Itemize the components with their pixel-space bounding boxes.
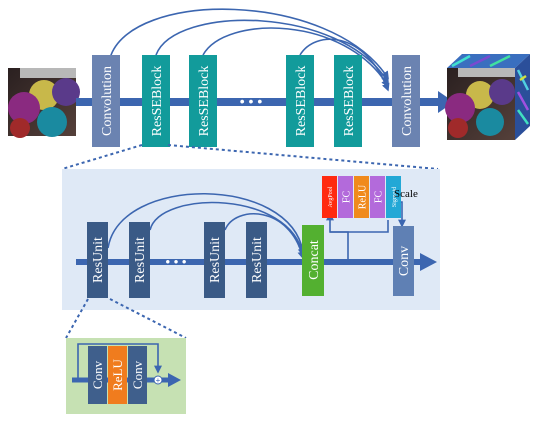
- se-layer-0: AvgPool: [322, 176, 337, 218]
- top-block-rect: [334, 55, 362, 147]
- top-block-label: ResSEBlock: [342, 66, 357, 137]
- add-node: [153, 375, 163, 385]
- resunit-layer-rect: [88, 346, 107, 404]
- output-feature-cube: [445, 54, 530, 140]
- resunit-rect: [87, 222, 108, 298]
- main-flow-arrowhead: [438, 91, 454, 113]
- bottom-flow-arrowhead: [168, 373, 181, 387]
- zoom-lines-bottom: [65, 298, 187, 339]
- zoom-lines-top: [61, 144, 439, 170]
- top-skip-connections: [109, 8, 390, 92]
- resunit-layer-rect: [128, 346, 147, 404]
- top-block-1: ResSEBlock: [142, 55, 170, 147]
- resunit-0: ResUnit: [87, 222, 108, 298]
- top-block-4: ResSEBlock: [334, 55, 362, 147]
- top-block-rect: [286, 55, 314, 147]
- input-image: [8, 68, 80, 138]
- top-block-label: Convolution: [100, 66, 115, 136]
- top-block-label: ResSEBlock: [150, 66, 165, 137]
- resunit-layer-label: Conv: [90, 360, 105, 389]
- resunit-layer-label: Conv: [130, 360, 145, 389]
- se-layer-rect: [354, 176, 369, 218]
- scale-label: Scale: [394, 188, 418, 200]
- top-block-rect: [392, 55, 420, 147]
- se-layer-label: FC: [374, 191, 385, 204]
- middle-ellipsis: • • •: [166, 254, 187, 269]
- se-layer-label: ReLU: [358, 184, 369, 209]
- se-layer-rect: [322, 176, 337, 218]
- se-layer-rect: [386, 176, 401, 218]
- top-block-rect: [142, 55, 170, 147]
- resunit-layer-1: ReLU: [108, 346, 127, 404]
- resunit-1: ResUnit: [129, 222, 150, 298]
- top-block-3: ResSEBlock: [286, 55, 314, 147]
- top-block-5: Convolution: [392, 55, 420, 147]
- se-layer-label: AvgPool: [328, 186, 334, 207]
- middle-conv-block: Conv: [393, 226, 414, 296]
- se-layer-2: ReLU: [354, 176, 369, 218]
- middle-conv-label: Conv: [397, 246, 412, 276]
- se-layer-3: FC: [370, 176, 385, 218]
- resunit-layer-2: Conv: [128, 346, 147, 404]
- concat-label: Concat: [307, 240, 322, 280]
- top-block-rect: [189, 55, 217, 147]
- top-block-label: Convolution: [400, 66, 415, 136]
- middle-skip-connections: [107, 192, 306, 260]
- resunit-3: ResUnit: [246, 222, 267, 298]
- top-block-label: ResSEBlock: [197, 66, 212, 137]
- top-block-rect: [92, 55, 120, 147]
- top-ellipsis: • • •: [240, 93, 263, 109]
- resunit-rect: [246, 222, 267, 298]
- se-layer-rect: [370, 176, 385, 218]
- se-layer-rect: [338, 176, 353, 218]
- resunit-label: ResUnit: [250, 237, 265, 283]
- concat-block: Concat: [302, 225, 324, 296]
- middle-flow-arrowhead: [420, 253, 437, 271]
- resunit-2: ResUnit: [204, 222, 225, 298]
- se-layer-4: Sigmoid: [386, 176, 401, 218]
- bottom-skip-connection: [77, 343, 162, 380]
- resunit-rect: [129, 222, 150, 298]
- se-layer-label: Sigmoid: [392, 187, 398, 207]
- se-layer-label: FC: [342, 191, 353, 204]
- resunit-label: ResUnit: [133, 237, 148, 283]
- top-block-0: Convolution: [92, 55, 120, 147]
- resunit-label: ResUnit: [91, 237, 106, 283]
- top-block-label: ResSEBlock: [294, 66, 309, 137]
- resunit-layer-label: ReLU: [110, 359, 125, 391]
- resunit-layer-rect: [108, 346, 127, 404]
- resunit-layer-0: Conv: [88, 346, 107, 404]
- resunit-rect: [204, 222, 225, 298]
- add-symbol: +: [156, 376, 161, 385]
- se-layer-1: FC: [338, 176, 353, 218]
- top-block-2: ResSEBlock: [189, 55, 217, 147]
- resunit-label: ResUnit: [208, 237, 223, 283]
